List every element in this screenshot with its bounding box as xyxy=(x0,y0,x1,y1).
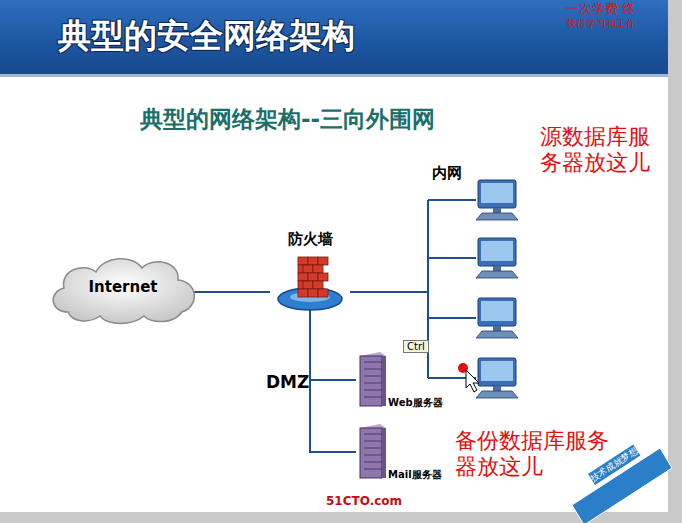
red-note: 源数据库服务器放这儿 xyxy=(540,124,654,176)
node-text: 防火墙 xyxy=(270,230,350,249)
key-tooltip: Ctrl xyxy=(403,340,429,353)
slide-title: 典型的安全网络架构 xyxy=(58,14,355,59)
server-icon xyxy=(356,424,386,480)
internet-cloud: Internet xyxy=(46,250,200,328)
node-text: Web服务器 xyxy=(388,396,443,410)
network-link xyxy=(194,292,270,293)
slide-subtitle: 典型的网络架构--三向外围网 xyxy=(140,104,435,135)
server: Web服务器 xyxy=(356,352,386,408)
logo-text: 51CTO.com xyxy=(326,494,402,508)
network-link xyxy=(310,303,356,380)
node-text: Mail服务器 xyxy=(388,468,442,482)
server: Mail服务器 xyxy=(356,424,386,480)
node-text: Internet xyxy=(46,278,200,296)
zone-label: 内网 xyxy=(432,164,462,183)
firewall-icon xyxy=(270,249,350,311)
server-icon xyxy=(356,352,386,408)
firewall: 防火墙 xyxy=(270,230,350,311)
watermark-text: 获得学习和工作 xyxy=(566,17,636,31)
watermark-text: 一次学费 终 xyxy=(566,0,635,18)
zone-label: DMZ xyxy=(266,372,309,392)
network-link xyxy=(310,303,356,452)
